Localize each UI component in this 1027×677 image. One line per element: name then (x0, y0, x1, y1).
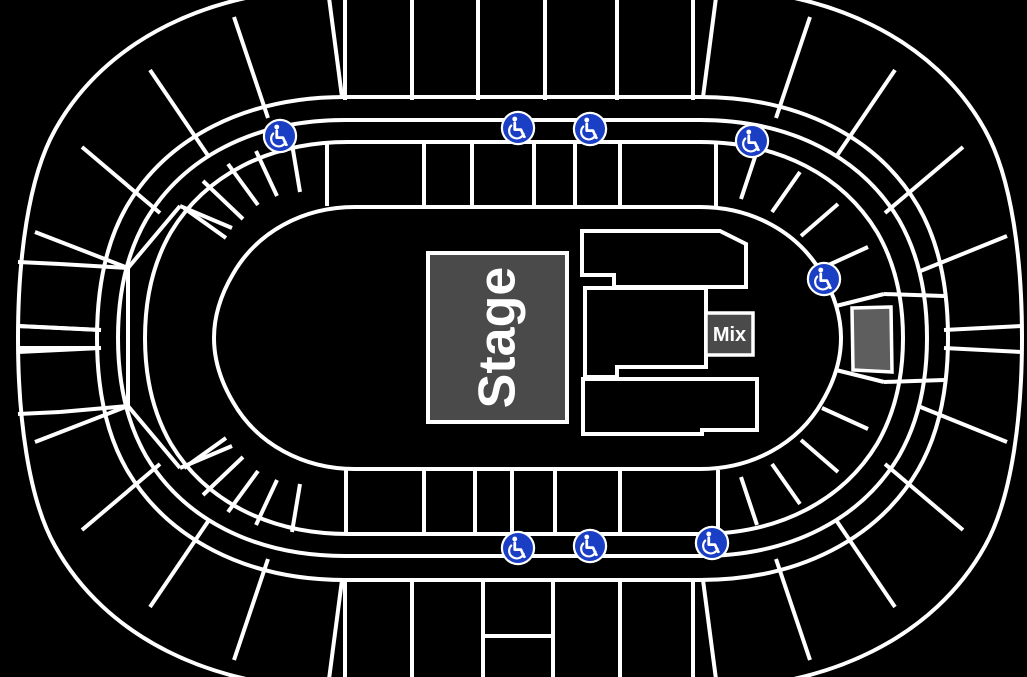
floor-section-lower[interactable] (581, 377, 759, 436)
wheelchair-accessible-icon[interactable] (734, 123, 770, 159)
east-end-ring-dividers (883, 292, 945, 384)
floor-section-middle[interactable] (583, 286, 708, 379)
accessible-seating-markers[interactable] (262, 110, 842, 566)
stage-label: Stage (469, 267, 527, 409)
lower-bowl-dividers-southeast (739, 368, 885, 526)
west-end-bowl-sections (17, 204, 233, 470)
lower-bowl-dividers-north (325, 143, 718, 206)
concourse-band (115, 118, 930, 558)
wheelchair-icon-glyph (814, 267, 832, 291)
lower-bowl-dividers-northwest (182, 143, 302, 240)
wheelchair-icon-glyph (508, 536, 526, 560)
upper-bowl-outer-perimeter (15, 0, 1025, 677)
upper-bowl-dividers-southeast (701, 346, 1023, 677)
wheelchair-accessible-icon[interactable] (500, 110, 536, 146)
upper-bowl-dividers-north (343, 0, 695, 100)
wheelchair-accessible-icon[interactable] (694, 525, 730, 561)
wheelchair-icon-glyph (270, 124, 288, 148)
wheelchair-icon-glyph (580, 117, 598, 141)
selected-section-highlight[interactable] (850, 305, 894, 374)
wheelchair-accessible-icon[interactable] (500, 530, 536, 566)
mix-position[interactable]: Mix (704, 311, 755, 357)
wheelchair-icon-glyph (580, 534, 598, 558)
wheelchair-accessible-icon[interactable] (572, 111, 608, 147)
wheelchair-accessible-icon[interactable] (262, 118, 298, 154)
upper-bowl-dividers-southwest (17, 346, 344, 677)
stage-box[interactable] (426, 251, 569, 424)
upper-bowl-inner-perimeter (94, 95, 951, 582)
wheelchair-accessible-icon[interactable] (572, 528, 608, 564)
wheelchair-accessible-icon[interactable] (806, 261, 842, 297)
upper-bowl-dividers-northeast (701, 0, 1023, 332)
upper-bowl-dividers-south (343, 578, 695, 677)
wheelchair-icon-glyph (702, 531, 720, 555)
lower-bowl-dividers-south (344, 470, 720, 533)
stage-group[interactable]: Stage (426, 251, 569, 424)
wheelchair-icon-glyph (508, 116, 526, 140)
mix-label: Mix (713, 324, 746, 346)
wheelchair-icon-glyph (742, 129, 760, 153)
floor-sections-group[interactable] (580, 229, 759, 436)
mix-box[interactable] (704, 311, 755, 357)
